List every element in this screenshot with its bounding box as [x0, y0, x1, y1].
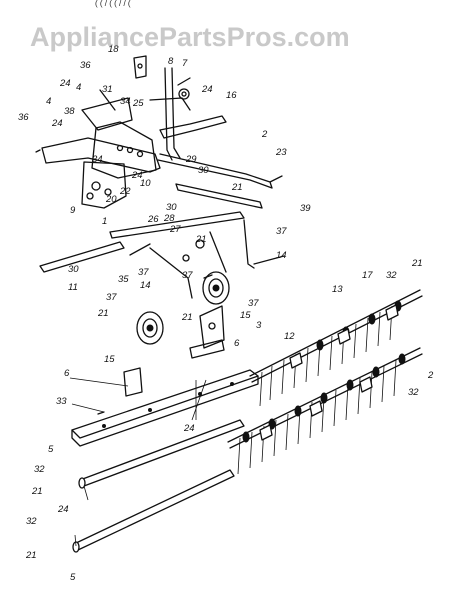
tine-plate [71, 367, 259, 447]
leader-lines [69, 377, 207, 547]
callout-36b: 36 [18, 112, 29, 123]
callout-4b: 4 [46, 96, 51, 107]
link-rod [157, 153, 283, 189]
callout-11: 11 [68, 282, 78, 293]
callout-24c: 24 [51, 118, 63, 129]
callout-37d: 37 [248, 298, 259, 309]
hitch-bracket [189, 305, 225, 359]
callout-26: 26 [147, 214, 159, 225]
callout-21f: 21 [31, 486, 43, 497]
callout-24f: 24 [57, 504, 69, 515]
callout-21b: 21 [195, 234, 207, 245]
callout-8: 8 [168, 56, 174, 67]
watermark-text: AppliancePartsPros.com [30, 22, 350, 52]
callout-22: 22 [119, 186, 131, 197]
callout-25: 25 [132, 98, 144, 109]
callout-17: 17 [362, 270, 373, 281]
callout-5: 5 [48, 444, 54, 455]
callout-24e: 24 [183, 423, 195, 434]
callout-21: 21 [231, 182, 243, 193]
callout-24d: 24 [131, 170, 143, 181]
callout-37c: 37 [182, 270, 193, 281]
callout-27: 27 [169, 224, 181, 235]
callout-1: 1 [102, 216, 107, 227]
callout-3: 3 [256, 320, 262, 331]
callout-32b: 32 [408, 387, 419, 398]
callout-14b: 14 [140, 280, 151, 291]
callout-21d: 21 [181, 312, 193, 323]
wheel-right [202, 271, 230, 305]
tine-row-lower [227, 347, 423, 475]
handle-arm [159, 115, 227, 139]
callout-37b: 37 [138, 267, 149, 278]
wheel-left [136, 311, 164, 345]
callout-13: 13 [332, 284, 343, 295]
callout-32: 32 [386, 270, 397, 281]
top-fragment: ( ( / ( ( / / ( [95, 0, 131, 8]
lift-handle [149, 67, 191, 161]
callout-20: 20 [105, 194, 117, 205]
callout-24: 24 [201, 84, 213, 95]
callout-29: 29 [185, 154, 197, 165]
small-bracket [133, 55, 147, 79]
callout-16: 16 [226, 90, 237, 101]
callout-7: 7 [182, 58, 188, 69]
callout-12: 12 [284, 331, 295, 342]
callout-32d: 32 [26, 516, 37, 527]
axle-frame [109, 183, 285, 299]
callout-28: 28 [163, 213, 175, 224]
callout-34: 34 [120, 96, 131, 107]
callout-24b: 24 [59, 78, 71, 89]
callout-33: 33 [56, 396, 67, 407]
callout-15b: 15 [104, 354, 115, 365]
callout-18: 18 [108, 44, 119, 55]
callout-2b: 2 [427, 370, 434, 381]
callout-6: 6 [234, 338, 240, 349]
callout-35: 35 [118, 274, 129, 285]
frame-bracket-assembly [35, 89, 161, 209]
callout-30: 30 [198, 165, 209, 176]
callout-34b: 34 [92, 154, 103, 165]
callout-21e: 21 [97, 308, 109, 319]
callout-9: 9 [70, 205, 76, 216]
tine-shaft-lower [72, 469, 235, 553]
callout-21c: 21 [411, 258, 423, 269]
callout-15: 15 [240, 310, 251, 321]
callout-4: 4 [76, 82, 81, 93]
callout-37: 37 [276, 226, 287, 237]
callout-21g: 21 [25, 550, 37, 561]
callout-2: 2 [261, 129, 268, 140]
callout-31: 31 [102, 84, 113, 95]
callout-37e: 37 [106, 292, 117, 303]
callout-30b: 30 [166, 202, 177, 213]
callout-23: 23 [275, 147, 287, 158]
tine-rod [39, 241, 125, 273]
callout-38: 38 [64, 106, 75, 117]
callout-36: 36 [80, 60, 91, 71]
callout-39: 39 [300, 203, 311, 214]
callout-30c: 30 [68, 264, 79, 275]
callout-14: 14 [276, 250, 287, 261]
callout-6b: 6 [64, 368, 70, 379]
tine-row-upper [249, 289, 423, 407]
callout-10: 10 [140, 178, 151, 189]
callout-32c: 32 [34, 464, 45, 475]
tine-shaft-upper [78, 419, 245, 489]
callout-5b: 5 [70, 572, 76, 583]
